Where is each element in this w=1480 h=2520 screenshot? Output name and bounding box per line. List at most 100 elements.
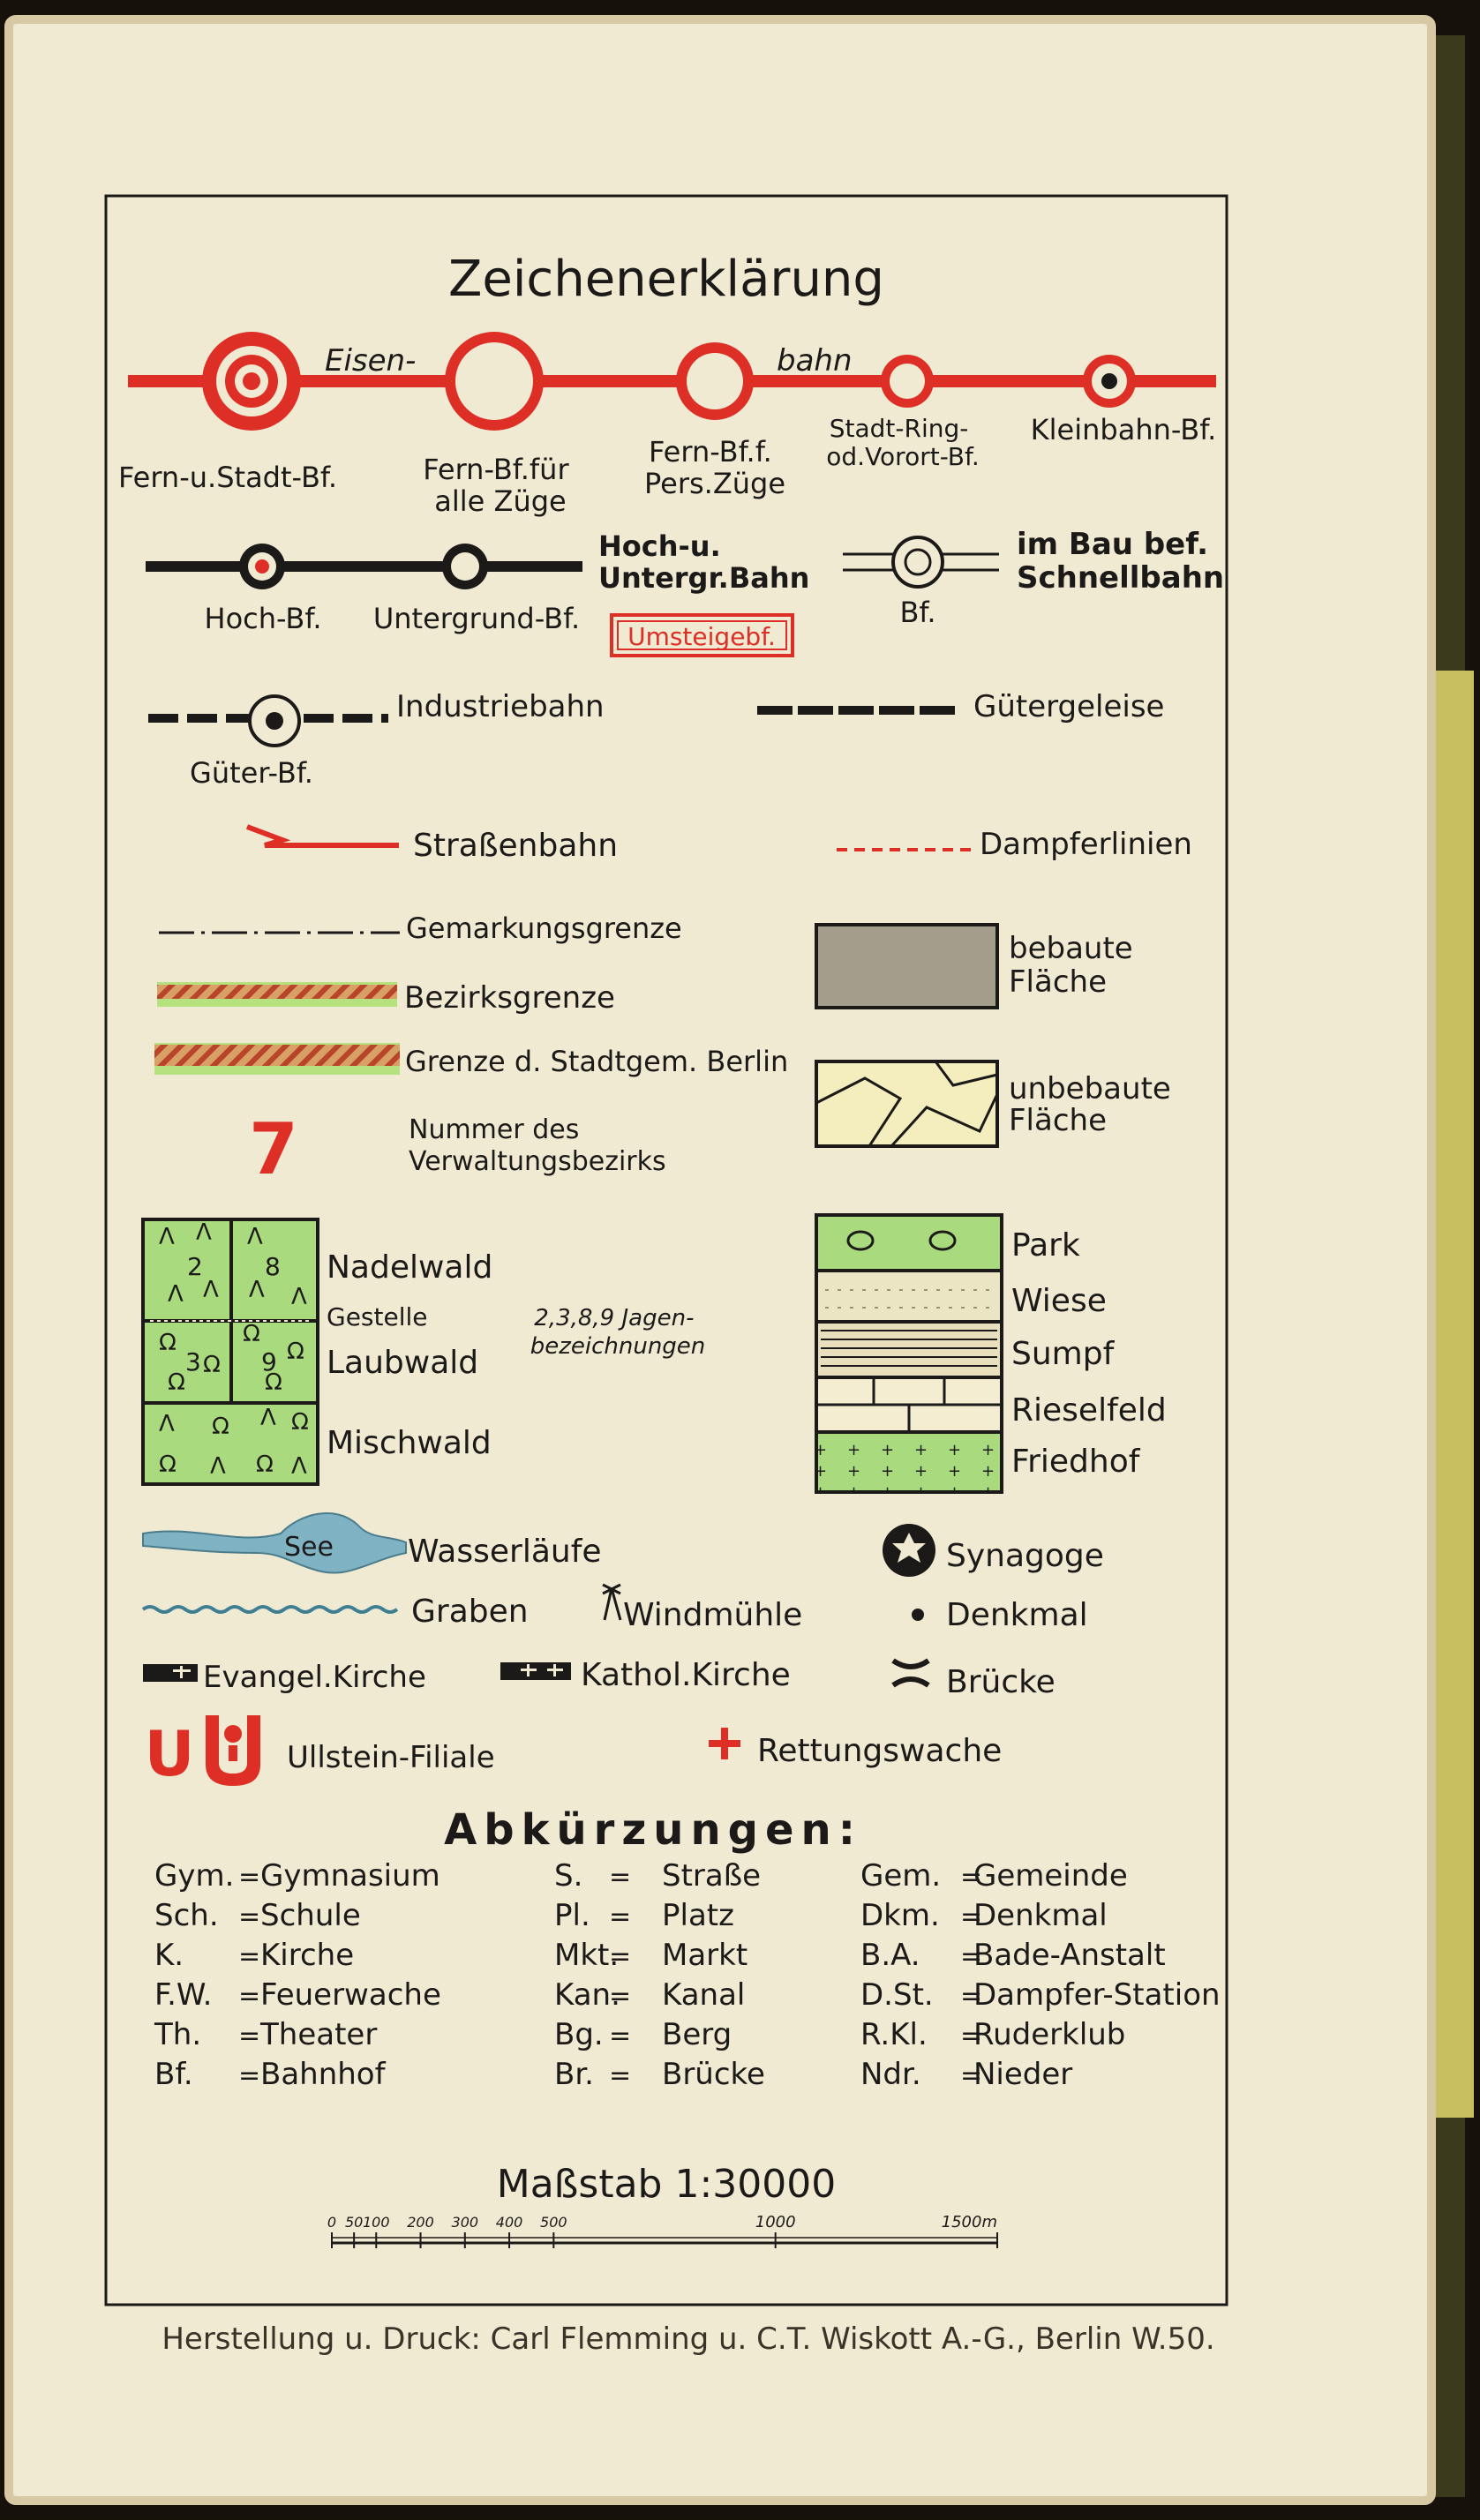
legend-title: Zeichenerklärung	[448, 251, 884, 308]
abbr-full: Platz	[662, 1898, 734, 1933]
nadelwald-label: Nadelwald	[327, 1249, 492, 1286]
abbr-short: R.Kl.	[860, 2017, 928, 2052]
rieselfeld-label: Rieselfeld	[1011, 1392, 1167, 1429]
kleinbahn-bf-symbol	[1083, 355, 1136, 408]
see-symbol	[142, 1512, 407, 1574]
umsteigebf-label: Umsteigebf.	[627, 622, 776, 651]
svg-text:Ω: Ω	[291, 1409, 309, 1436]
strassenbahn-label: Straßenbahn	[413, 828, 618, 864]
svg-text:Λ: Λ	[159, 1411, 175, 1437]
graben-label: Graben	[411, 1594, 529, 1630]
abbr-short: K.	[154, 1938, 184, 1973]
abbr-equals: =	[609, 2021, 631, 2051]
eisenbahn-label-right: bahn	[777, 343, 853, 379]
abbr-full: Kanal	[662, 1977, 745, 2013]
abbr-full: Kirche	[260, 1938, 354, 1973]
bezirksgrenze-label: Bezirksgrenze	[404, 980, 615, 1016]
abbr-short: Kan.	[554, 1977, 620, 2013]
book-edge-yellow	[1434, 671, 1474, 2118]
jagen-number-9: 9	[261, 1347, 277, 1376]
scale-tick-label: 1500m	[942, 2213, 997, 2231]
scale-tick-label: 1000	[755, 2213, 796, 2231]
abbr-short: Mkt.	[554, 1938, 619, 1973]
fern-bf-alle-zuege-symbol	[445, 332, 544, 431]
see-label: See	[284, 1532, 334, 1563]
fern-bf-pers-zuege-label: Fern-Bf.f. Pers.Züge	[644, 435, 785, 500]
abbr-equals: =	[609, 1901, 631, 1932]
untergrund-bf-symbol	[442, 544, 488, 589]
mischwald-label: Mischwald	[327, 1425, 492, 1461]
jagen-label: 2,3,8,9 Jagen- bezeichnungen	[530, 1305, 706, 1360]
abbr-equals: =	[609, 2060, 631, 2091]
schnellbahn-label: im Bau bef. Schnellbahn	[1017, 527, 1224, 596]
wasser-legend: See Wasserläufe Graben	[141, 1512, 602, 1630]
wasserlaeufe-label: Wasserläufe	[408, 1534, 602, 1570]
svg-text:Λ: Λ	[159, 1224, 175, 1250]
dampfer-legend: Dampferlinien	[837, 827, 1192, 862]
abbr-full: Straße	[662, 1858, 761, 1894]
laubwald-label: Laubwald	[327, 1345, 478, 1381]
abbr-short: Sch.	[154, 1898, 219, 1933]
park-label: Park	[1011, 1227, 1080, 1264]
jagen-number-3: 3	[185, 1347, 201, 1376]
untergrund-bf-label: Untergrund-Bf.	[373, 602, 580, 635]
svg-text:Λ: Λ	[249, 1277, 265, 1303]
abbr-full: Brücke	[662, 2057, 765, 2092]
unbebaute-flaeche-swatch	[815, 1060, 999, 1148]
friedhof-label: Friedhof	[1011, 1444, 1141, 1480]
abbr-full: Markt	[662, 1938, 748, 1973]
abbr-short: B.A.	[860, 1938, 920, 1973]
schnellbahn-bf-label: Bf.	[899, 596, 935, 629]
strassenbahn-legend: Straßenbahn	[245, 824, 618, 864]
svg-text:Ω: Ω	[168, 1369, 185, 1396]
abbr-short: Dkm.	[860, 1898, 940, 1933]
abbr-full: Bade-Anstalt	[973, 1938, 1166, 1973]
abbr-equals: =	[960, 1901, 982, 1932]
scale-tick-label: 100	[363, 2214, 390, 2231]
stadtgemeinde-grenze-label: Grenze d. Stadtgem. Berlin	[405, 1045, 788, 1078]
abbr-equals: =	[238, 1901, 260, 1932]
abbr-short: Gem.	[860, 1858, 941, 1894]
abbr-equals: =	[960, 2060, 982, 2091]
svg-text:Λ: Λ	[168, 1281, 184, 1308]
svg-text:Λ: Λ	[203, 1277, 219, 1303]
abbr-full: Feuerwache	[260, 1977, 441, 2013]
abbr-full: Schule	[260, 1898, 361, 1933]
rettungswache-label: Rettungswache	[757, 1733, 1002, 1769]
svg-text:Λ: Λ	[196, 1219, 212, 1246]
denkmal-icon	[912, 1609, 924, 1621]
sumpf-label: Sumpf	[1011, 1336, 1116, 1372]
jagen-number-8: 8	[265, 1252, 281, 1281]
svg-text:Λ: Λ	[260, 1405, 276, 1431]
gemarkungsgrenze-label: Gemarkungsgrenze	[406, 911, 682, 945]
fern-bf-alle-zuege-label: Fern-Bf.für alle Züge	[423, 453, 578, 518]
abbr-full: Nieder	[973, 2057, 1072, 2092]
katholische-kirche-label: Kathol.Kirche	[581, 1657, 791, 1693]
scale-tick-label: 400	[496, 2214, 523, 2231]
abbr-equals: =	[238, 2060, 260, 2091]
abbr-equals: =	[238, 2021, 260, 2051]
scale-tick-label: 200	[407, 2214, 434, 2231]
scale-tick-label: 50	[345, 2214, 363, 2231]
abbr-full: Gymnasium	[260, 1858, 440, 1894]
abbr-short: Br.	[554, 2057, 594, 2092]
flaechen-legend: bebaute Fläche unbebaute Fläche	[815, 923, 1171, 1148]
svg-text:Λ: Λ	[291, 1284, 307, 1310]
windmuehle-icon	[602, 1583, 622, 1621]
abbr-full: Gemeinde	[973, 1858, 1128, 1894]
abbr-full: Berg	[662, 2017, 732, 2052]
scale-tick-label: 300	[452, 2214, 479, 2231]
bebaute-flaeche-label: bebaute Fläche	[1009, 931, 1143, 1000]
svg-text:Λ: Λ	[210, 1453, 226, 1480]
stadt-ring-bf-label: Stadt-Ring- od.Vorort-Bf.	[826, 414, 979, 471]
abbr-short: Ndr.	[860, 2057, 921, 2092]
abkuerzungen-heading: Abkürzungen:	[444, 1805, 862, 1855]
dampferlinien-label: Dampferlinien	[980, 827, 1192, 862]
fern-stadt-bf-symbol	[202, 332, 301, 431]
railway-legend: Eisen- bahn Fern-u.Stadt-Bf.	[118, 332, 1216, 518]
eisenbahn-label-left: Eisen-	[325, 343, 416, 379]
gueter-bf-label: Güter-Bf.	[190, 756, 313, 790]
svg-text:Ω: Ω	[203, 1352, 221, 1378]
